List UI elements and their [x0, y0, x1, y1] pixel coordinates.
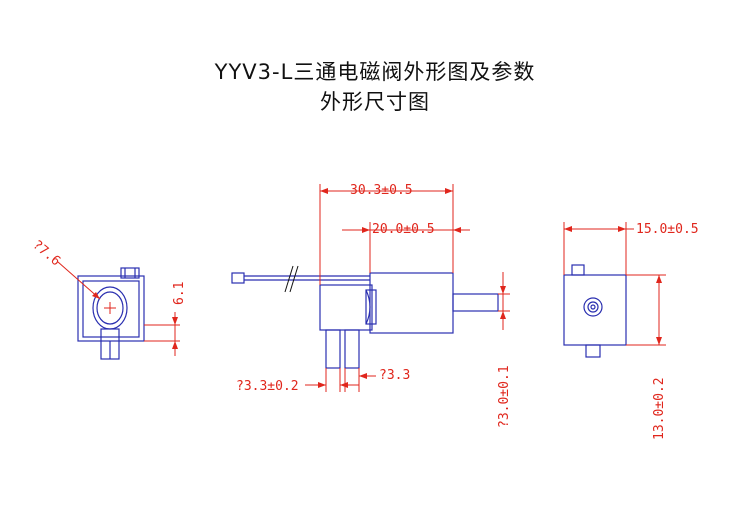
- front-view-shaft: [452, 293, 499, 312]
- side-view: [57, 261, 180, 360]
- end-view: [563, 222, 666, 358]
- front-view-body: [369, 272, 454, 334]
- end-view-shaft: [583, 297, 603, 317]
- body-length-label: 20.0±0.5: [372, 222, 435, 237]
- drawing-title: YYV3-L三通电磁阀外形图及参数: [214, 60, 536, 84]
- front-view: [231, 184, 510, 392]
- side-view-connector: [120, 267, 140, 279]
- front-height-label: 13.0±0.2: [652, 377, 667, 440]
- end-view-body: [563, 274, 627, 346]
- front-view-valve: [319, 284, 373, 331]
- side-height-label: 6.1: [172, 282, 187, 305]
- port-right-dia-label: ?3.3: [379, 368, 410, 383]
- port-left-dia-label: ?3.3±0.2: [236, 379, 299, 394]
- end-view-connector: [571, 264, 585, 276]
- side-view-body: [77, 275, 145, 342]
- front-view-port-right: [344, 329, 360, 369]
- front-view-port-left: [325, 329, 341, 369]
- end-view-port: [585, 344, 601, 358]
- drawing-subtitle: 外形尺寸图: [320, 90, 430, 114]
- side-dia-label: ?7.6: [29, 238, 63, 270]
- front-width-label: 15.0±0.5: [636, 222, 699, 237]
- shaft-dia-label: ?3.0±0.1: [497, 365, 512, 428]
- wire-terminal: [231, 272, 245, 284]
- total-length-label: 30.3±0.5: [350, 183, 413, 198]
